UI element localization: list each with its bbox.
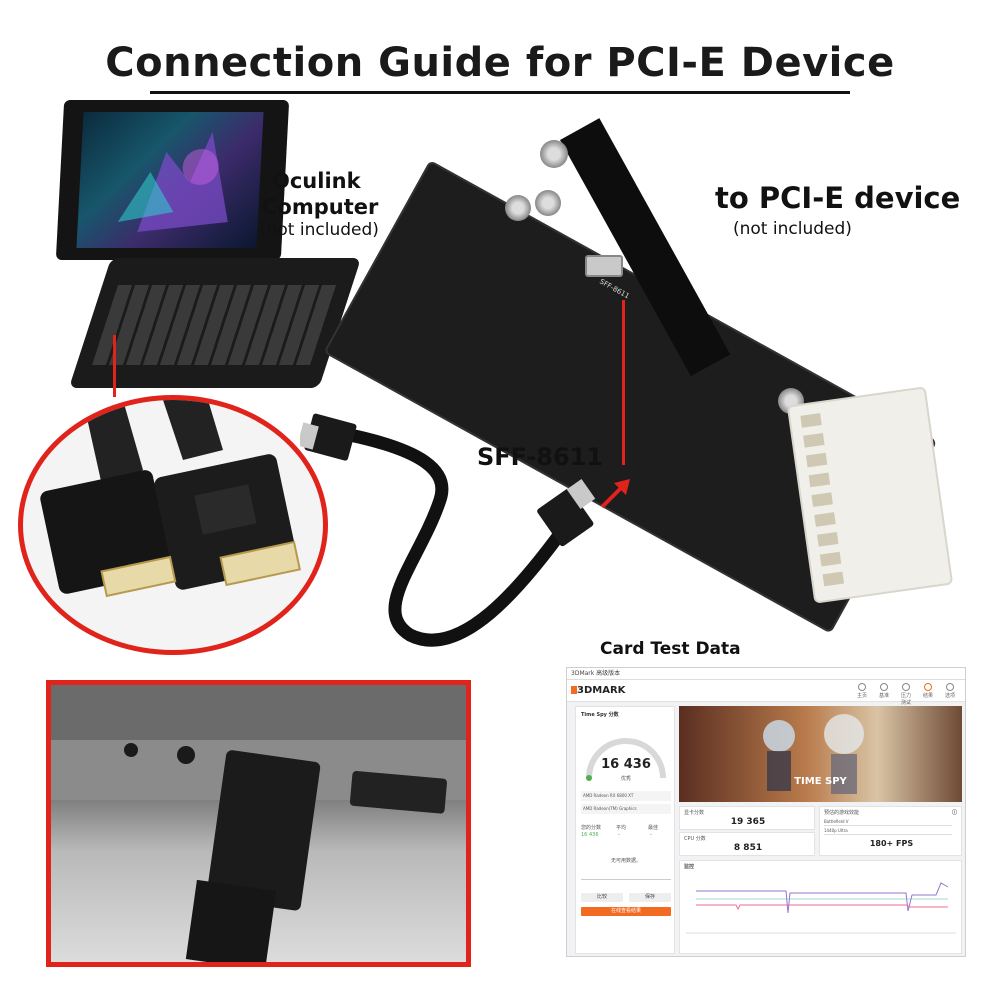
nav-label: 选项 — [944, 693, 955, 699]
oculink-plug-icon — [40, 400, 302, 598]
score-gauge — [586, 738, 666, 781]
device-label: to PCI-E device — [715, 181, 961, 215]
sff8611-port — [585, 255, 623, 277]
graphics-score-value: 19 365 — [730, 817, 766, 827]
game-performance-card: 预估的游戏效能 ⓘ Battlefield V 1440p Ultra 180+… — [819, 806, 962, 856]
title-underline — [150, 91, 850, 94]
stat-label-best: 最佳 — [648, 825, 659, 831]
benchmark-window: 3DMark 高级版本 3DMARK 主页 基准 压力测试 结果 选项 Time… — [566, 667, 966, 957]
capacitor-icon — [540, 140, 568, 168]
stat-value-best: - — [650, 832, 652, 838]
stat-label-yours: 您的分数 — [581, 825, 602, 831]
computer-label-line1: Oculink — [272, 169, 361, 193]
test-section-title: Card Test Data — [600, 639, 741, 659]
plugged-connector-icon — [51, 685, 466, 962]
cpu-score-card: CPU 分数 8 851 — [679, 832, 815, 856]
monitoring-card: 监控 — [679, 860, 962, 954]
home-icon — [858, 683, 866, 691]
game-select[interactable]: Battlefield V — [824, 819, 952, 826]
robot-artwork-icon — [763, 714, 864, 794]
test-name: Time Spy 分数 — [581, 712, 619, 718]
game-performance-label: 预估的游戏效能 — [824, 810, 860, 816]
stat-value-yours: 16 436 — [581, 832, 599, 838]
cpu-score-label: CPU 分数 — [684, 836, 706, 842]
stat-value-average: - — [618, 832, 620, 838]
device-note: (not included) — [733, 219, 852, 239]
info-icon: ⓘ — [951, 810, 957, 816]
results-icon — [924, 683, 932, 691]
connector-pins-icon — [800, 413, 845, 587]
nav-item-home[interactable]: 主页 — [855, 683, 869, 706]
no-data-text: 无可用数据。 — [610, 858, 641, 864]
connector-closeup — [18, 395, 328, 655]
laptop-lead-line — [113, 335, 116, 397]
graphics-score-label: 显卡分数 — [684, 810, 705, 816]
cpu-score-value: 8 851 — [733, 843, 763, 853]
game-artwork-icon — [117, 132, 228, 232]
laptop-keyboard — [92, 285, 338, 365]
capacitor-icon — [505, 195, 531, 221]
computer-label-line2: Computer — [262, 195, 379, 219]
nav-label: 压力测试 — [900, 693, 911, 706]
stat-label-average: 平均 — [616, 825, 627, 831]
computer-note: (not included) — [260, 220, 379, 240]
laptop-port-photo — [46, 680, 471, 967]
laptop-screen — [76, 112, 264, 248]
monitoring-label: 监控 — [684, 864, 695, 870]
gpu-name: AMD Radeon RX 6800 XT — [581, 791, 671, 801]
nav-label: 主页 — [856, 693, 867, 699]
setting-select[interactable]: 1440p Ultra — [824, 828, 952, 835]
benchmark-icon — [880, 683, 888, 691]
computer-label: Oculink Computer — [262, 168, 378, 220]
score-card: Time Spy 分数 16 436 优秀 AMD Radeon RX 6800… — [575, 706, 675, 954]
score-histogram-axis — [581, 879, 671, 880]
benchmark-logo-icon — [571, 686, 577, 694]
page-title: Connection Guide for PCI-E Device — [105, 40, 895, 86]
nav-item-options[interactable]: 选项 — [943, 683, 957, 706]
benchmark-titlebar: 3DMark 高级版本 — [567, 668, 965, 680]
test-banner: TIME SPY — [679, 706, 962, 802]
cpu-name: AMD Radeon(TM) Graphics — [581, 804, 671, 814]
nav-item-stress[interactable]: 压力测试 — [899, 683, 913, 706]
save-button[interactable]: 保存 — [629, 893, 671, 902]
fps-value: 180+ FPS — [869, 839, 914, 848]
compare-button[interactable]: 比较 — [581, 893, 623, 902]
port-lead-line — [622, 300, 625, 465]
gear-icon — [946, 683, 954, 691]
nav-label: 结果 — [922, 693, 933, 699]
nav-item-benchmarks[interactable]: 基准 — [877, 683, 891, 706]
stress-icon — [902, 683, 910, 691]
score-caption: 优秀 — [620, 776, 631, 782]
graphics-score-card: 显卡分数 19 365 — [679, 806, 815, 830]
monitoring-chart — [686, 882, 956, 934]
nav-label: 基准 — [878, 693, 889, 699]
overall-score: 16 436 — [601, 757, 651, 772]
oculink-cable — [300, 413, 596, 647]
nav-item-results[interactable]: 结果 — [921, 683, 935, 706]
connector-label: SFF-8611 — [477, 443, 604, 471]
atx-power-connector — [786, 386, 954, 604]
capacitor-icon — [535, 190, 561, 216]
view-online-button[interactable]: 在线查看结果 — [581, 907, 671, 916]
benchmark-nav: 主页 基准 压力测试 结果 选项 — [855, 683, 957, 706]
banner-text: TIME SPY — [794, 776, 847, 787]
benchmark-logo: 3DMARK — [577, 685, 626, 696]
arrow-icon — [600, 479, 630, 509]
benchmark-header: 3DMARK 主页 基准 压力测试 结果 选项 — [567, 680, 965, 706]
